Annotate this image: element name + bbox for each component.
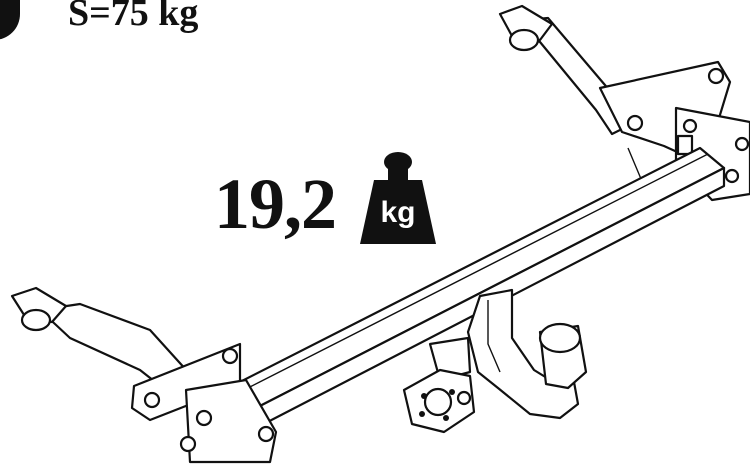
weight-unit: kg bbox=[380, 196, 416, 229]
socket-plate bbox=[402, 368, 476, 434]
left-mounting-arm bbox=[10, 286, 242, 422]
load-label: S=75 kg bbox=[68, 0, 199, 34]
left-end-plate bbox=[179, 378, 278, 464]
weight-value: 19,2 bbox=[214, 164, 337, 244]
tow-hook bbox=[428, 288, 588, 420]
weight-icon bbox=[360, 152, 436, 244]
